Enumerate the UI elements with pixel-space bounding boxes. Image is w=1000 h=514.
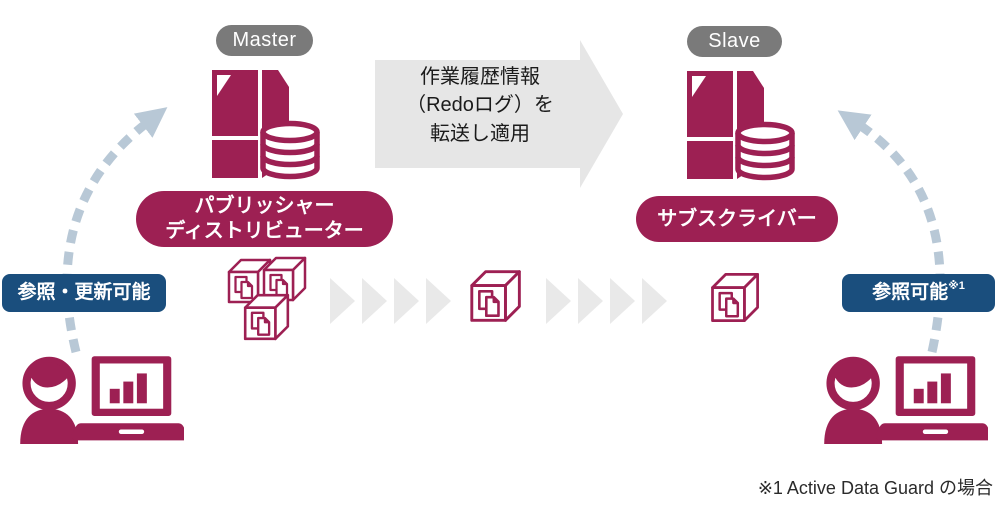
footnote: ※1 Active Data Guard の場合	[757, 478, 993, 498]
master-badge-label: Master	[232, 29, 297, 51]
slave-badge: Slave	[687, 26, 782, 57]
data-cube-icon	[466, 267, 524, 325]
transfer-text-line3: 転送し適用	[430, 122, 530, 145]
redo-transfer-arrow-text: 作業履歴情報 （Redoログ）を 転送し適用	[380, 63, 580, 148]
chevron-right-icon	[546, 278, 571, 324]
master-server-icon	[210, 68, 322, 180]
publisher-distributor-pill: パブリッシャー ディストリビューター	[136, 191, 393, 247]
master-badge: Master	[216, 25, 313, 56]
chevron-right-icon	[610, 278, 635, 324]
chevron-right-icon	[330, 278, 355, 324]
chevron-right-icon	[578, 278, 603, 324]
subscriber-label: サブスクライバー	[657, 207, 817, 230]
data-cube-icon	[240, 291, 292, 343]
slave-badge-label: Slave	[708, 30, 761, 52]
chevron-right-icon	[394, 278, 419, 324]
master-user-icon	[12, 349, 184, 444]
slave-access-badge: 参照可能 ※1	[842, 274, 995, 312]
publisher-label: パブリッシャー	[194, 195, 335, 217]
transfer-text-line1: 作業履歴情報	[420, 66, 540, 88]
distributor-label: ディストリビューター	[165, 220, 364, 242]
chevron-right-icon	[426, 278, 451, 324]
slave-access-label: 参照可能	[872, 282, 949, 303]
master-access-label: 参照・更新可能	[17, 282, 151, 303]
chevron-right-icon	[642, 278, 667, 324]
slave-server-icon	[685, 69, 797, 181]
slave-access-note: ※1	[948, 280, 965, 292]
user-to-master-dashed-arrow	[62, 107, 168, 354]
transfer-text-line2: （Redoログ）を	[406, 94, 554, 117]
data-cube-icon	[707, 270, 762, 325]
flow-chevrons-left	[330, 278, 451, 324]
slave-user-icon	[816, 349, 988, 444]
subscriber-pill: サブスクライバー	[636, 196, 838, 242]
chevron-right-icon	[362, 278, 387, 324]
master-access-badge: 参照・更新可能	[2, 274, 166, 312]
redo-transfer-arrow	[375, 40, 623, 188]
user-to-slave-dashed-arrow	[837, 110, 945, 353]
flow-chevrons-right	[546, 278, 667, 324]
